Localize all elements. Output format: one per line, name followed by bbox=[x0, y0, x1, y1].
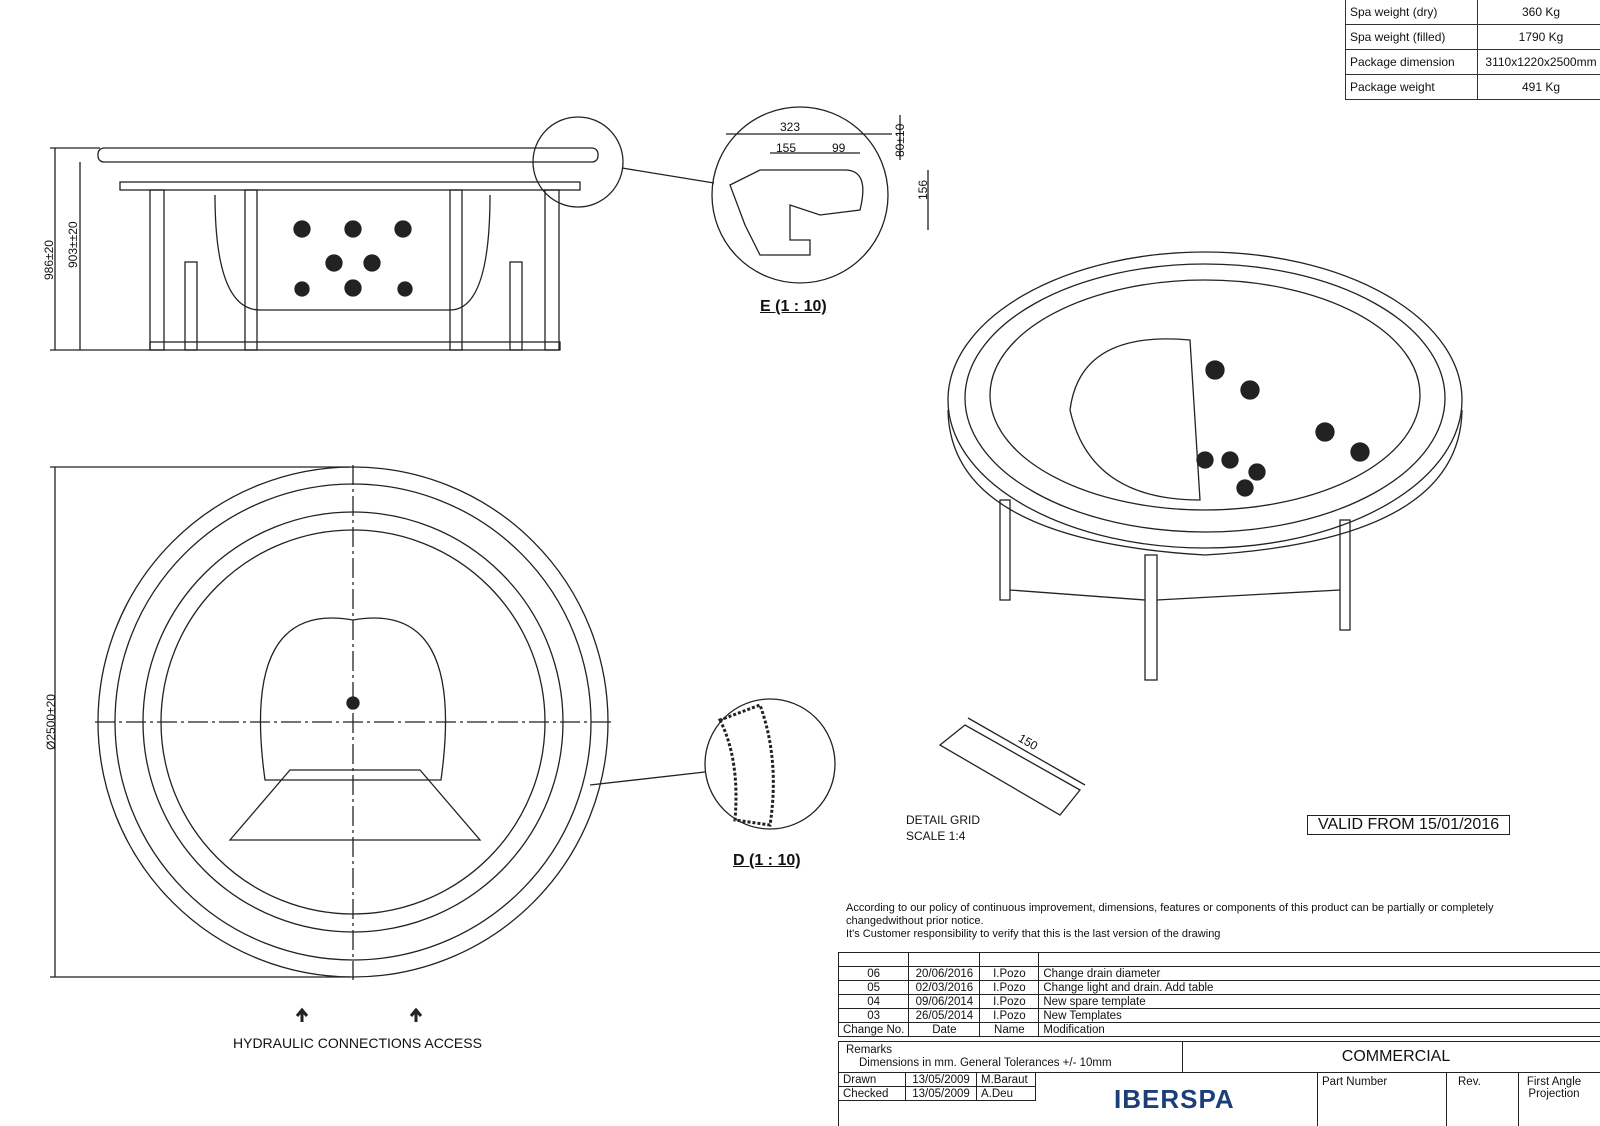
rev-label: Rev. bbox=[1446, 1072, 1519, 1126]
detail-e bbox=[711, 106, 929, 284]
cell: 20/06/2016 bbox=[908, 966, 981, 981]
cell: New spare template bbox=[1038, 994, 1600, 1009]
cell: I.Pozo bbox=[979, 1008, 1040, 1023]
hydraulic-label: HYDRAULIC CONNECTIONS ACCESS bbox=[233, 1035, 482, 1051]
cell: Package dimension bbox=[1345, 49, 1478, 75]
detail-e-label: E (1 : 10) bbox=[760, 298, 827, 315]
cell: 3110x1220x2500mm bbox=[1477, 49, 1600, 75]
detail-d bbox=[704, 698, 836, 830]
cell: Change light and drain. Add table bbox=[1038, 980, 1600, 995]
cell: 09/06/2014 bbox=[908, 994, 981, 1009]
detail-d-label: D (1 : 10) bbox=[733, 852, 801, 869]
cell: Change No. bbox=[837, 1022, 910, 1037]
cell: Drawn bbox=[838, 1072, 906, 1087]
height-shell-dimension: 903±±20 bbox=[66, 221, 80, 268]
category: COMMERCIAL bbox=[1183, 1042, 1600, 1073]
notice: According to our policy of continuous im… bbox=[846, 902, 1566, 941]
detail-grid-label: DETAIL GRID bbox=[906, 813, 981, 827]
cell: Spa weight (dry) bbox=[1345, 0, 1478, 25]
cell: 05 bbox=[837, 980, 910, 995]
isometric-view bbox=[947, 251, 1463, 681]
part-number-label: Part Number bbox=[1317, 1072, 1447, 1126]
cell: A.Deu bbox=[976, 1086, 1036, 1101]
dim-323: 323 bbox=[780, 120, 801, 134]
side-view bbox=[50, 116, 715, 351]
grid-scale-label: SCALE 1:4 bbox=[906, 829, 966, 843]
iberspa-logo: IBERSPA bbox=[1114, 1084, 1235, 1114]
cell: M.Baraut bbox=[976, 1072, 1036, 1087]
cell: Modification bbox=[1038, 1022, 1600, 1037]
remarks-text: Dimensions in mm. General Tolerances +/-… bbox=[859, 1057, 1112, 1069]
title-block: Remarks Dimensions in mm. General Tolera… bbox=[838, 1041, 1600, 1126]
cell: 13/05/2009 bbox=[905, 1086, 977, 1101]
cell: Checked bbox=[838, 1086, 906, 1101]
cell: 491 Kg bbox=[1477, 74, 1600, 100]
cell: 06 bbox=[837, 966, 910, 981]
cell: I.Pozo bbox=[979, 966, 1040, 981]
cell: 03 bbox=[837, 1008, 910, 1023]
cell: New Templates bbox=[1038, 1008, 1600, 1023]
cell: 02/03/2016 bbox=[908, 980, 981, 995]
cell: 13/05/2009 bbox=[905, 1072, 977, 1087]
cell: 26/05/2014 bbox=[908, 1008, 981, 1023]
cell: I.Pozo bbox=[979, 994, 1040, 1009]
height-total-dimension: 986±20 bbox=[42, 240, 56, 280]
cell: I.Pozo bbox=[979, 980, 1040, 995]
table-row: Spa weight (dry)360 Kg bbox=[1345, 0, 1600, 25]
cell: Name bbox=[979, 1022, 1040, 1037]
notice-line2: It's Customer responsibility to verify t… bbox=[846, 928, 1221, 940]
diameter-dimension: Ø2500±20 bbox=[44, 694, 58, 750]
notice-line1: According to our policy of continuous im… bbox=[846, 902, 1494, 927]
dim-99: 99 bbox=[832, 141, 846, 155]
dim-156: 156 bbox=[916, 179, 930, 200]
cell: Change drain diameter bbox=[1038, 966, 1600, 981]
dim-155: 155 bbox=[776, 141, 797, 155]
projection-label: First Angle Projection bbox=[1526, 1076, 1582, 1100]
top-view bbox=[50, 465, 706, 1022]
cell: Package weight bbox=[1345, 74, 1478, 100]
cell: Date bbox=[908, 1022, 981, 1037]
spec-table: Spa weight (dry)360 Kg Spa weight (fille… bbox=[1345, 0, 1600, 100]
dim-80: 80±10 bbox=[893, 123, 907, 157]
remarks-label: Remarks bbox=[846, 1044, 893, 1056]
valid-from-label: VALID FROM 15/01/2016 bbox=[1307, 815, 1511, 835]
detail-grid bbox=[938, 717, 1086, 816]
cell: 04 bbox=[837, 994, 910, 1009]
